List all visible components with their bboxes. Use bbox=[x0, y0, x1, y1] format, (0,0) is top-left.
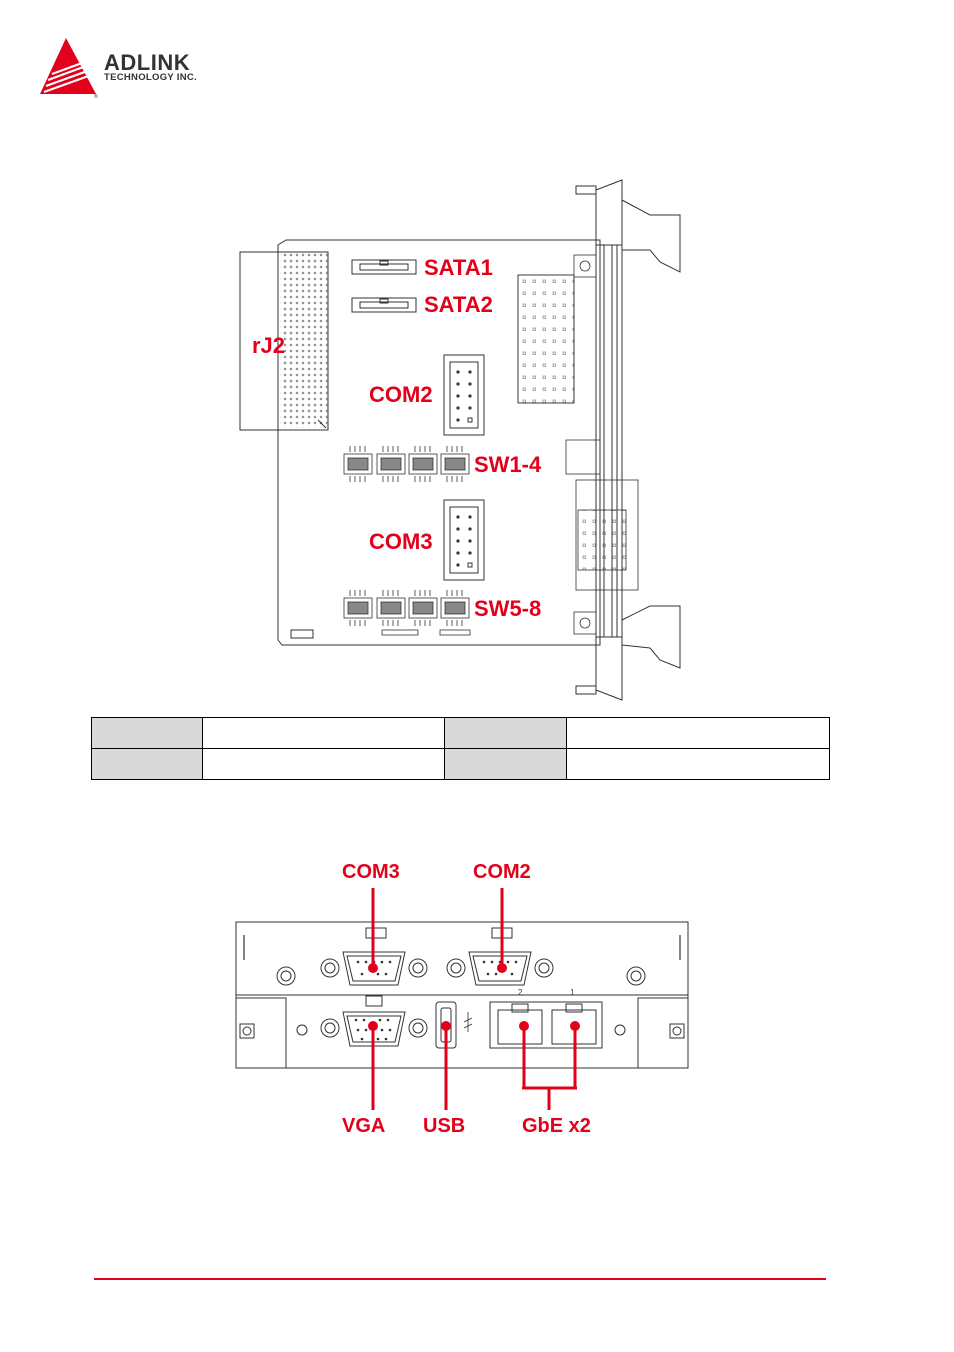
table-cell bbox=[202, 748, 445, 780]
label-sata1: SATA1 bbox=[424, 255, 493, 280]
table-cell bbox=[566, 717, 830, 749]
com2-header bbox=[443, 354, 485, 436]
adlink-triangle-icon: ® bbox=[40, 38, 98, 100]
label-sata2: SATA2 bbox=[424, 292, 493, 317]
label-sw5-8: SW5-8 bbox=[474, 596, 542, 621]
com2-db9-port bbox=[446, 927, 554, 986]
com3-db9-port bbox=[320, 927, 428, 986]
label-com3-panel: COM3 bbox=[342, 861, 400, 883]
rj2-connector bbox=[239, 251, 329, 431]
table-row bbox=[91, 748, 830, 780]
label-sw1-4: SW1-4 bbox=[474, 452, 542, 477]
sata2-connector bbox=[351, 297, 417, 313]
com3-header bbox=[443, 499, 485, 581]
label-com2-board: COM2 bbox=[369, 382, 433, 407]
svg-text:®: ® bbox=[94, 93, 98, 100]
table-cell bbox=[91, 717, 203, 749]
table-row bbox=[91, 717, 830, 749]
company-name: ADLINK bbox=[104, 50, 191, 75]
board-outline bbox=[277, 239, 601, 646]
gbe-ports bbox=[489, 1001, 603, 1049]
front-connectors-top bbox=[517, 254, 639, 635]
footer-rule bbox=[94, 1278, 826, 1280]
dip-switches-sw5-8 bbox=[343, 590, 471, 636]
vga-db15-port bbox=[320, 995, 428, 1047]
label-com2-panel: COM2 bbox=[473, 861, 531, 883]
faceplate-side bbox=[575, 179, 681, 701]
label-usb: USB bbox=[423, 1115, 466, 1137]
gbe-port-1-number: 1 bbox=[570, 988, 575, 997]
label-com3-board: COM3 bbox=[369, 529, 433, 554]
table-cell bbox=[444, 748, 567, 780]
company-subtitle: TECHNOLOGY INC. bbox=[104, 72, 197, 83]
dip-switches-sw1-4 bbox=[343, 446, 470, 482]
table-cell bbox=[566, 748, 830, 780]
sata1-connector bbox=[351, 259, 417, 275]
label-gbe: GbE x2 bbox=[522, 1115, 591, 1137]
label-vga: VGA bbox=[342, 1115, 386, 1137]
gbe-port-2-number: 2 bbox=[518, 988, 523, 997]
table-cell bbox=[91, 748, 203, 780]
info-table bbox=[91, 717, 830, 780]
label-rj2: rJ2 bbox=[252, 333, 286, 358]
table-cell bbox=[444, 717, 567, 749]
callout-pointers bbox=[368, 888, 580, 1110]
